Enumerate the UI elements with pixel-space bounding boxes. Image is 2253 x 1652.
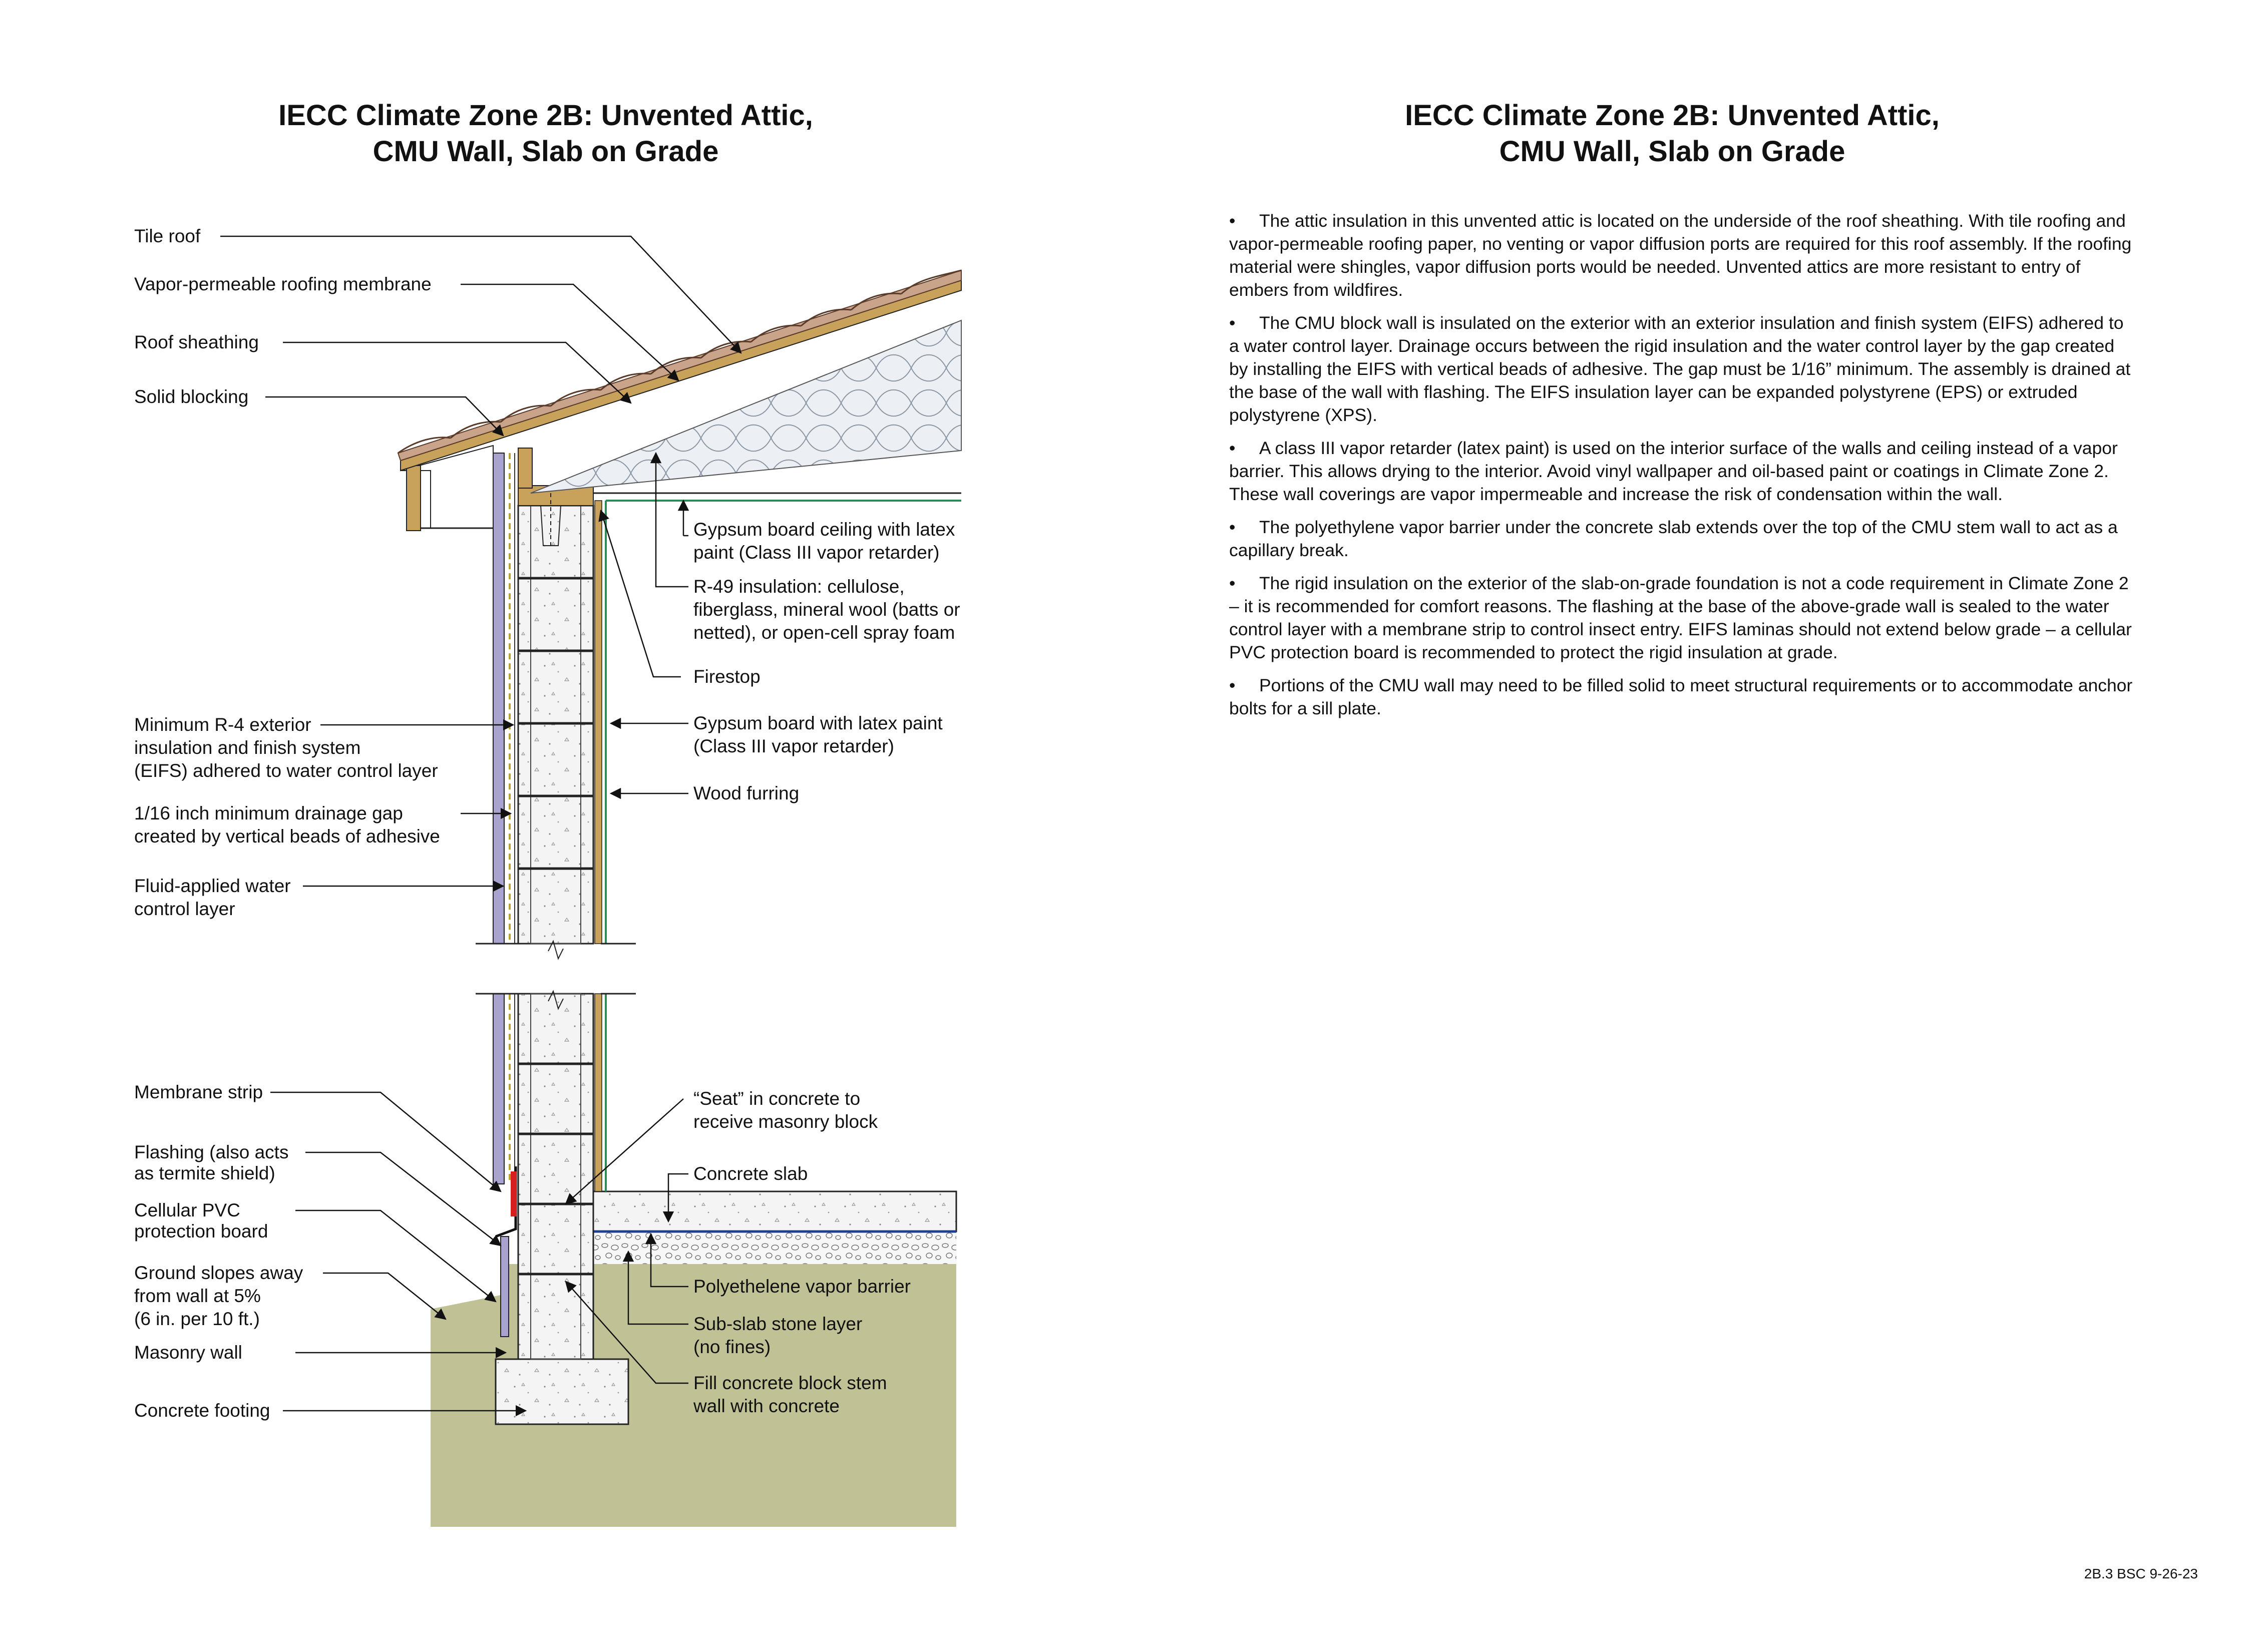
bullet: •	[1229, 675, 1236, 695]
pvc-protection-board	[500, 1236, 509, 1337]
label-gypsum-wall: Gypsum board with latex paint (Class III…	[693, 713, 948, 756]
bullet: •	[1229, 438, 1236, 458]
cmu-wall-upper	[517, 505, 594, 945]
label-concrete-footing: Concrete footing	[134, 1400, 270, 1421]
note-text: The rigid insulation on the exterior of …	[1229, 573, 2132, 662]
membrane-strip	[511, 1171, 517, 1216]
label-gypsum-ceiling: Gypsum board ceiling with latex paint (C…	[693, 519, 960, 563]
note-item: •The polyethylene vapor barrier under th…	[1229, 516, 2135, 562]
note-text: The polyethylene vapor barrier under the…	[1229, 517, 2118, 560]
document-code: 2B.3 BSC 9-26-23	[2084, 1566, 2198, 1581]
label-concrete-slab: Concrete slab	[693, 1163, 808, 1184]
bullet: •	[1229, 517, 1236, 537]
diagram-title: IECC Climate Zone 2B: Unvented Attic, CM…	[278, 99, 813, 168]
sub-slab-stone-layer	[593, 1231, 956, 1264]
label-fill-block: Fill concrete block stem wall with concr…	[693, 1373, 892, 1416]
wall-section-diagram: Tile roof Vapor-permeable roofing membra…	[134, 226, 965, 1527]
note-text: Portions of the CMU wall may need to be …	[1229, 675, 2133, 718]
label-solid-blocking: Solid blocking	[134, 386, 248, 407]
label-r49-insulation: R-49 insulation: cellulose, fiberglass, …	[693, 576, 965, 643]
label-drainage-gap: 1/16 inch minimum drainage gap created b…	[134, 803, 440, 847]
label-vapor-barrier: Polyethelene vapor barrier	[693, 1276, 911, 1297]
label-water-control-layer: Fluid-applied water control layer	[134, 876, 296, 919]
label-seat: “Seat” in concrete to receive masonry bl…	[693, 1088, 878, 1132]
interior-finish	[476, 492, 961, 1192]
note-text: A class III vapor retarder (latex paint)…	[1229, 438, 2118, 504]
label-pvc-board: Cellular PVC protection board	[134, 1200, 268, 1242]
note-item: •The CMU block wall is insulated on the …	[1229, 311, 2135, 427]
bullet: •	[1229, 211, 1236, 231]
cmu-wall-lower	[517, 993, 594, 1360]
wall-break-line	[548, 990, 564, 1010]
label-flashing: Flashing (also acts as termite shield)	[134, 1142, 294, 1183]
label-membrane-strip: Membrane strip	[134, 1082, 263, 1102]
label-firestop: Firestop	[693, 666, 761, 687]
bullet: •	[1229, 313, 1236, 333]
label-roofing-membrane: Vapor-permeable roofing membrane	[134, 274, 432, 294]
roof-insulation	[530, 319, 962, 494]
label-ground-slope: Ground slopes away from wall at 5% (6 in…	[134, 1263, 308, 1329]
note-item: •Portions of the CMU wall may need to be…	[1229, 674, 2135, 720]
note-text: The CMU block wall is insulated on the e…	[1229, 313, 2131, 425]
concrete-footing	[495, 1358, 629, 1425]
wall-break-line	[548, 940, 564, 960]
note-item: •The attic insulation in this unvented a…	[1229, 209, 2135, 301]
eifs-insulation	[493, 453, 515, 1184]
label-roof-sheathing: Roof sheathing	[134, 332, 259, 352]
solid-blocking	[518, 448, 533, 489]
label-tile-roof: Tile roof	[134, 226, 201, 246]
notes-title: IECC Climate Zone 2B: Unvented Attic, CM…	[1405, 99, 1940, 168]
label-masonry-wall: Masonry wall	[134, 1342, 242, 1363]
leader-lines	[565, 452, 689, 1384]
label-eifs: Minimum R-4 exterior insulation and fini…	[134, 714, 438, 781]
tile-roof	[397, 269, 962, 462]
label-wood-furring: Wood furring	[693, 783, 799, 803]
leader-lines	[220, 235, 742, 1417]
eave	[400, 445, 494, 531]
bullet: •	[1229, 573, 1236, 593]
notes-list: •The attic insulation in this unvented a…	[1229, 209, 2135, 730]
note-item: •A class III vapor retarder (latex paint…	[1229, 437, 2135, 506]
note-item: •The rigid insulation on the exterior of…	[1229, 572, 2135, 664]
label-stone-layer: Sub-slab stone layer (no fines)	[693, 1314, 868, 1357]
note-text: The attic insulation in this unvented at…	[1229, 211, 2132, 300]
